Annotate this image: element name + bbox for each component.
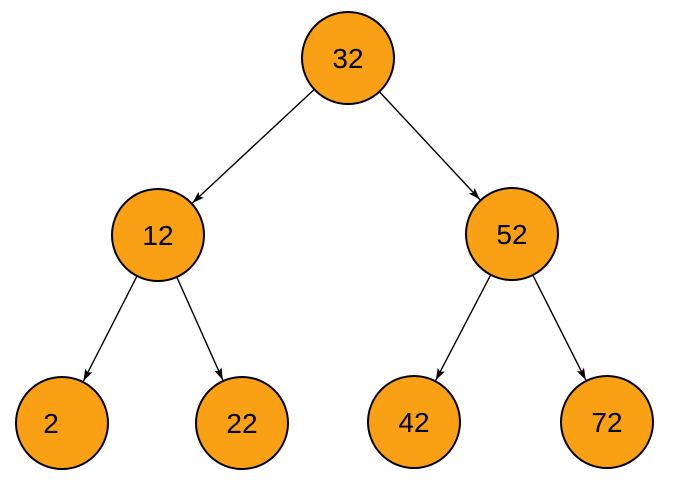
edge-32-to-52 bbox=[378, 91, 481, 201]
node-label-52: 52 bbox=[496, 219, 527, 250]
tree-node-32: 32 bbox=[301, 11, 395, 105]
node-label-12: 12 bbox=[142, 220, 173, 251]
node-circle-22 bbox=[195, 376, 289, 470]
edge-52-to-72 bbox=[532, 274, 587, 381]
edge-52-to-42 bbox=[435, 274, 492, 381]
tree-node-2: 2 bbox=[15, 376, 109, 470]
node-label-22: 22 bbox=[226, 408, 257, 439]
node-circle-2 bbox=[15, 376, 109, 470]
tree-node-12: 12 bbox=[111, 188, 205, 282]
node-label-32: 32 bbox=[332, 43, 363, 74]
node-circle-72 bbox=[560, 375, 654, 469]
edge-12-to-22 bbox=[176, 276, 224, 381]
node-circle-12 bbox=[111, 188, 205, 282]
node-circle-52 bbox=[465, 187, 559, 281]
tree-node-52: 52 bbox=[465, 187, 559, 281]
edge-12-to-2 bbox=[82, 275, 138, 382]
node-label-2: 2 bbox=[43, 408, 59, 439]
tree-node-72: 72 bbox=[560, 375, 654, 469]
node-circle-42 bbox=[367, 375, 461, 469]
edge-32-to-12 bbox=[191, 88, 315, 204]
tree-node-22: 22 bbox=[195, 376, 289, 470]
node-label-42: 42 bbox=[398, 407, 429, 438]
node-circle-32 bbox=[301, 11, 395, 105]
node-label-72: 72 bbox=[591, 407, 622, 438]
tree-node-42: 42 bbox=[367, 375, 461, 469]
